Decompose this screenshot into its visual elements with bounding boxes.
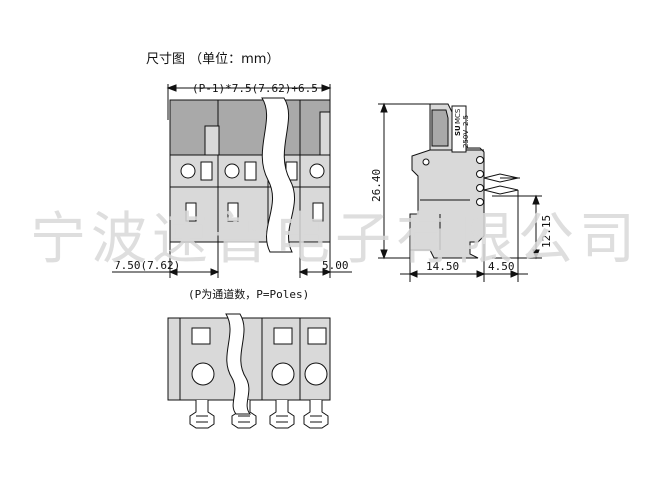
- pin-stubs: [189, 400, 329, 429]
- depth-extra-label: 4.50: [488, 260, 515, 273]
- height-total-label: 26.40: [370, 169, 383, 202]
- marking-voltage: 250V: [462, 130, 470, 148]
- drawing-title: 尺寸图 （单位：mm）: [146, 52, 279, 67]
- break-gap: [261, 97, 295, 253]
- end-offset-label: 5.00: [322, 259, 349, 272]
- front-view: [112, 84, 352, 278]
- front-body-lower: [169, 186, 331, 243]
- arrow-right: [321, 84, 332, 92]
- top-width-formula-label: (P-1)*7.5(7.62)+6.5: [192, 82, 318, 95]
- pitch-label: 7.50(7.62): [114, 259, 180, 272]
- marking-series: MCS: [454, 108, 462, 124]
- top-view-break-gap: [225, 313, 252, 415]
- side-pins: [483, 173, 519, 195]
- arrow-left: [166, 84, 177, 92]
- side-view: [378, 102, 542, 282]
- top-view: [167, 313, 331, 429]
- marking-panel: [451, 105, 467, 153]
- watermark: 宁波速普电子有限公司: [30, 207, 640, 272]
- front-body-upper: [169, 99, 331, 156]
- side-marking: SU MCS 250V 2.5: [454, 108, 470, 148]
- height-lower-label: 12.15: [540, 215, 553, 248]
- poles-note: (P为通道数，P=Poles): [188, 287, 309, 301]
- marking-brand: SU: [454, 125, 462, 136]
- marking-current: 2.5: [462, 115, 470, 126]
- depth-main-label: 14.50: [426, 260, 459, 273]
